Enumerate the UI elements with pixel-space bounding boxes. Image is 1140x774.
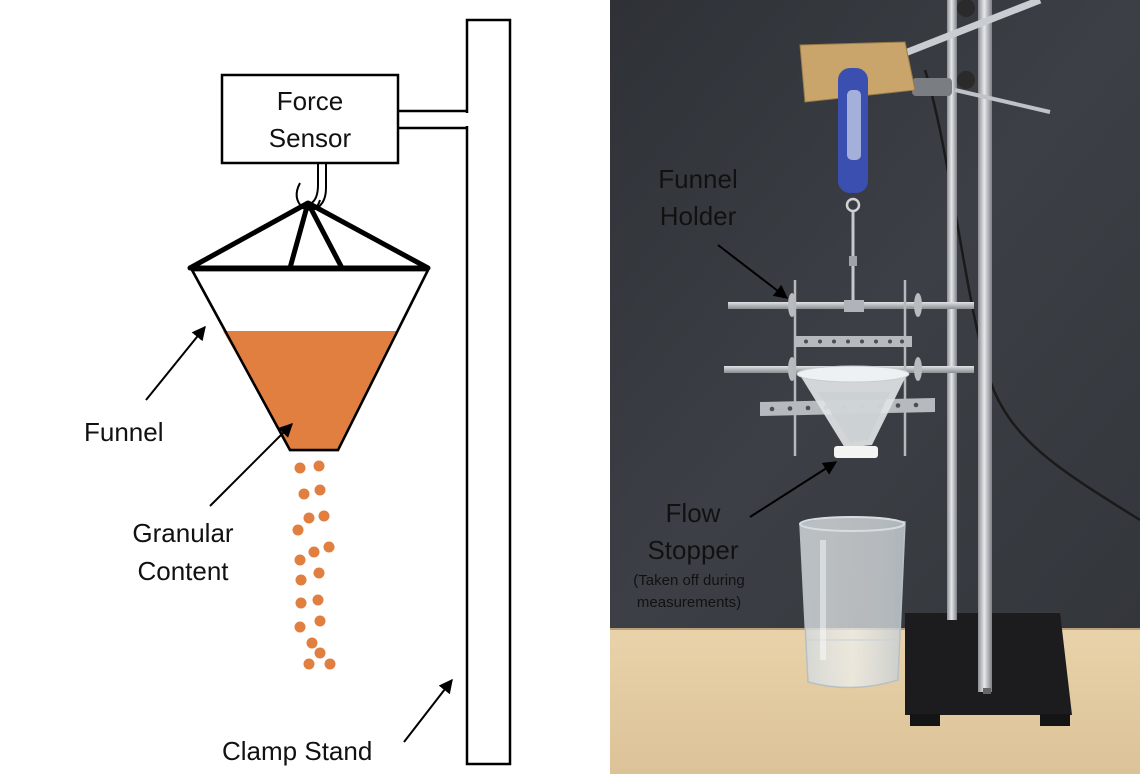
stand-foot-right <box>1040 714 1070 726</box>
force-sensor-label-2: Sensor <box>269 123 352 153</box>
funnel-hanger <box>190 203 428 268</box>
flow-stopper-label-2: Stopper <box>647 535 738 565</box>
funnel-arrow <box>146 327 205 400</box>
flow-stopper-note-1: (Taken off during <box>633 572 744 589</box>
clamp-stand-label: Clamp Stand <box>222 736 372 766</box>
funnel-label: Funnel <box>84 417 164 447</box>
funnel-rim <box>797 366 909 382</box>
flow-stopper-label-1: Flow <box>666 498 721 528</box>
photo-panel: Funnel Holder Flow Stopper (Taken off du… <box>610 0 1140 774</box>
rod-coupler <box>844 300 864 312</box>
granular-arrow <box>210 424 292 506</box>
flow-stopper-note-2: measurements) <box>637 594 741 611</box>
clamp-boss <box>912 78 952 96</box>
clamp-stand-arrow <box>404 680 452 742</box>
flow-stopper-photo <box>834 446 878 458</box>
disc-lower-right <box>914 357 922 381</box>
granular-content-fill <box>223 331 396 449</box>
arm-joint <box>465 113 469 126</box>
granular-label-1: Granular <box>132 518 233 548</box>
clamp-knob-1 <box>957 71 975 89</box>
sensor-cable <box>310 163 318 204</box>
perforated-strip-upper <box>794 336 912 347</box>
force-sensor-label-1: Force <box>277 86 343 116</box>
disc-upper-right <box>914 293 922 317</box>
schematic-panel: Force Sensor Funnel <box>84 20 510 766</box>
stand-foot-left <box>910 714 940 726</box>
rod-nut <box>849 256 857 266</box>
funnel-holder-label-1: Funnel <box>658 164 738 194</box>
clamp-stand-pole <box>467 20 510 764</box>
beaker <box>800 517 905 688</box>
falling-granules <box>293 461 336 670</box>
stand-rod-main <box>978 0 992 692</box>
rod-foot <box>983 688 991 694</box>
funnel-holder-label-2: Holder <box>660 201 737 231</box>
sensor-display <box>847 90 861 160</box>
granular-label-2: Content <box>137 556 229 586</box>
